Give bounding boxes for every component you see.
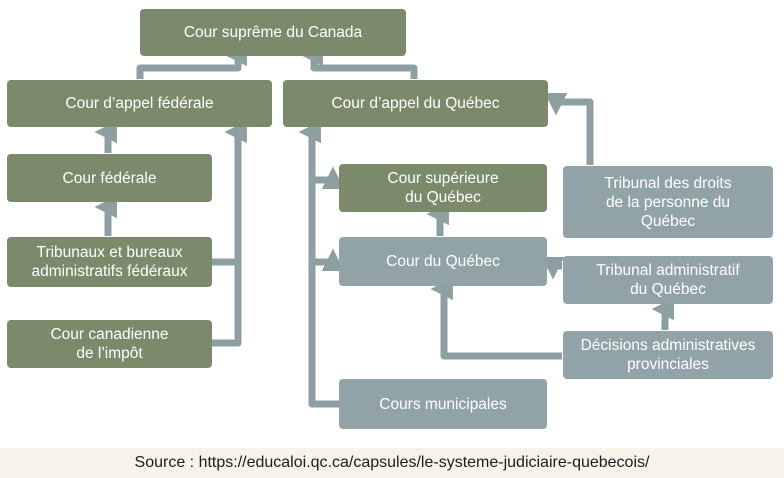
node-tax-court-canada: Cour canadienne de l’impôt [7,320,212,368]
connector-municipal-to-quebec-appeal [298,120,340,408]
node-human-rights-tribunal: Tribunal des droits de la personne du Qu… [563,166,773,238]
node-supreme-court: Cour suprême du Canada [140,9,406,56]
node-administrative-tribunal-quebec: Tribunal administratif du Québec [563,256,773,304]
node-federal-court-of-appeal: Cour d’appel fédérale [7,80,272,127]
connector-quebec-appeal-to-supreme [300,43,418,79]
node-superior-court-quebec: Cour supérieure du Québec [339,164,547,212]
connector-layer [94,43,674,408]
connector-tax-court-to-federal-appeal [212,250,242,347]
node-provincial-administrative-decisions: Décisions administratives provinciales [563,331,773,379]
node-quebec-court-of-appeal: Cour d’appel du Québec [283,80,548,127]
source-caption: Source : https://educaloi.qc.ca/capsules… [134,454,650,471]
node-court-of-quebec: Cour du Québec [339,237,547,286]
node-federal-court: Cour fédérale [7,154,212,202]
connector-rights-tribunal-to-quebec-appeal [544,93,594,165]
node-municipal-courts: Cours municipales [339,379,547,429]
connector-federal-tribunals-to-federal-appeal [212,120,247,266]
diagram-panel: Cour suprême du Canada Cour d’appel fédé… [0,0,784,448]
node-federal-administrative-tribunals: Tribunaux et bureaux administratifs fédé… [7,237,212,287]
connector-provincial-decisions-to-court-of-quebec [430,277,562,360]
connector-federal-appeal-to-supreme [136,43,247,79]
